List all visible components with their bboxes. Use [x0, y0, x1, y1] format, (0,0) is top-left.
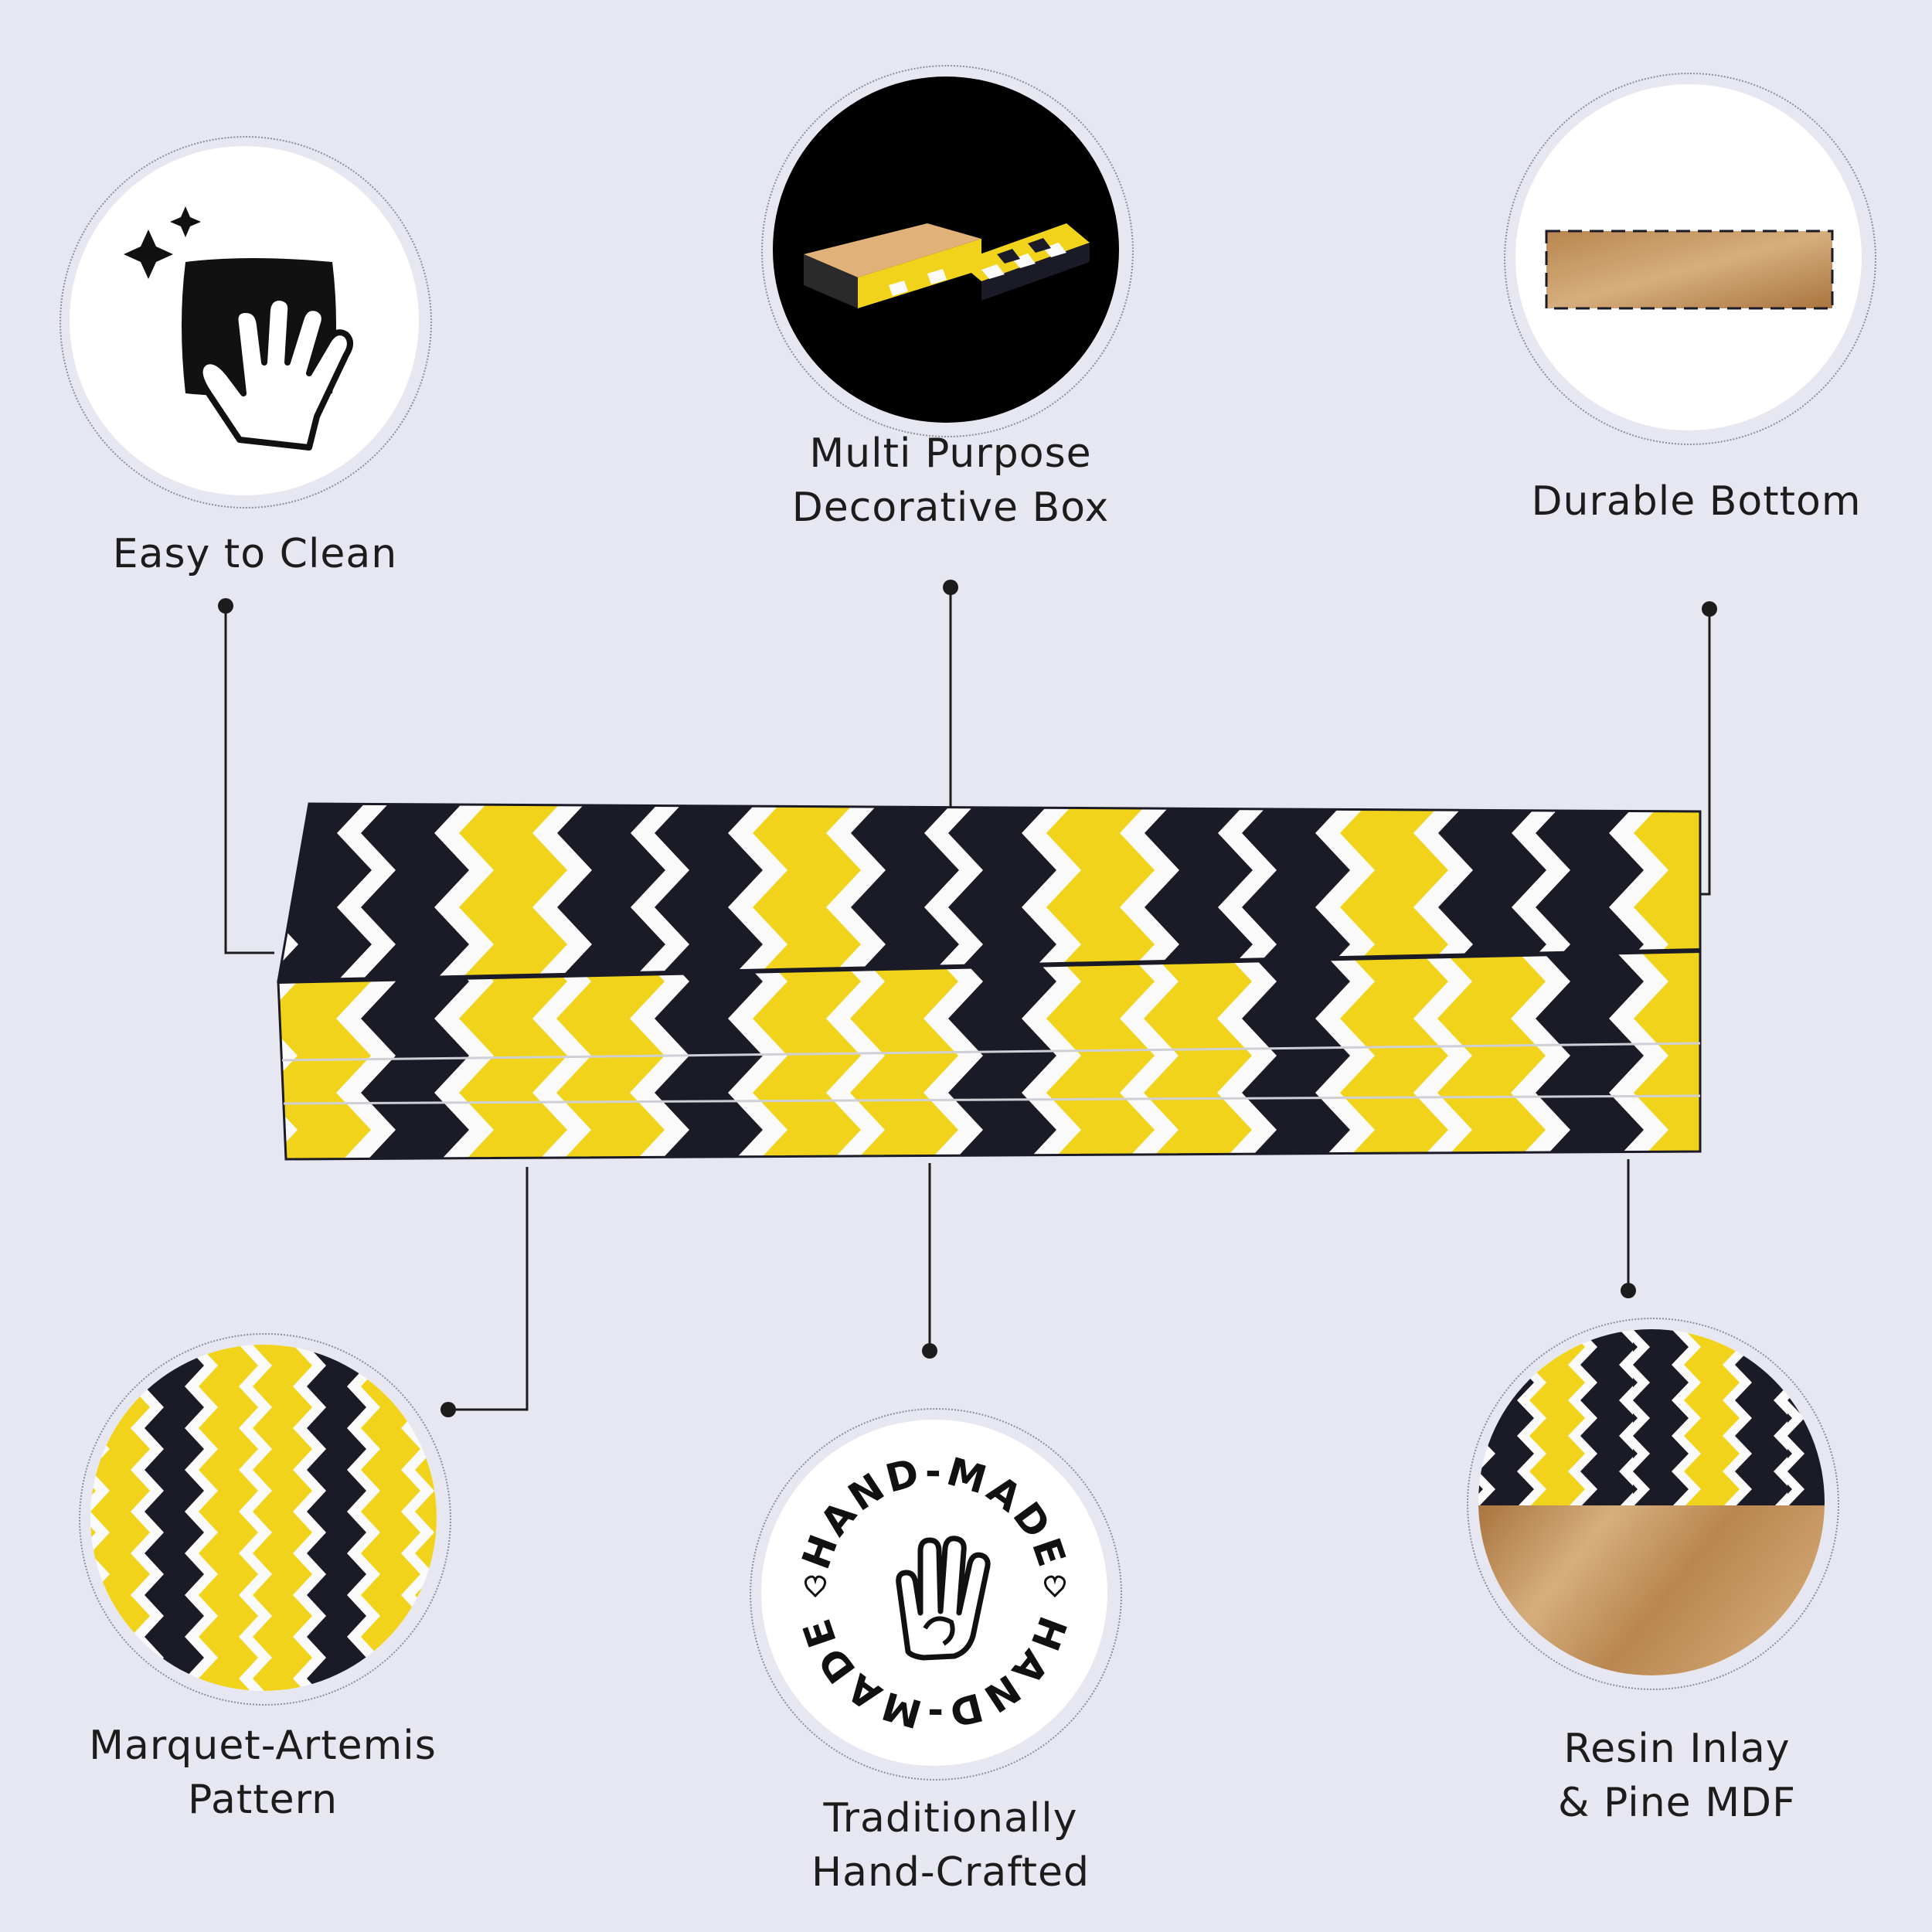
pattern-disc	[90, 1345, 437, 1691]
pattern-label: Marquet-Artemis Pattern	[89, 1723, 437, 1823]
easy-clean-disc	[70, 146, 419, 495]
resin-and-wood-image	[1478, 1329, 1825, 1675]
decorative-box-image	[277, 802, 1702, 1161]
cleaning-hand-icon	[124, 206, 353, 451]
durable-bottom-disc	[1515, 84, 1862, 430]
multi-purpose-label: Multi Purpose Decorative Box	[791, 430, 1110, 531]
hand-made-disc: HAND-MADE HAND-MADE	[761, 1420, 1107, 1766]
multi-purpose-disc	[773, 77, 1119, 423]
easy-clean-label: Easy to Clean	[112, 531, 398, 577]
hand-made-stamp-icon: HAND-MADE HAND-MADE	[794, 1449, 1073, 1736]
chevron-pattern-image	[90, 1345, 437, 1691]
durable-bottom-label: Durable Bottom	[1531, 478, 1862, 525]
wood-bottom-image	[1545, 230, 1834, 310]
material-label: Resin Inlay & Pine MDF	[1557, 1726, 1797, 1826]
material-disc	[1478, 1329, 1825, 1675]
open-box-image	[804, 223, 1090, 308]
hand-crafted-label: Traditionally Hand-Crafted	[811, 1795, 1090, 1896]
